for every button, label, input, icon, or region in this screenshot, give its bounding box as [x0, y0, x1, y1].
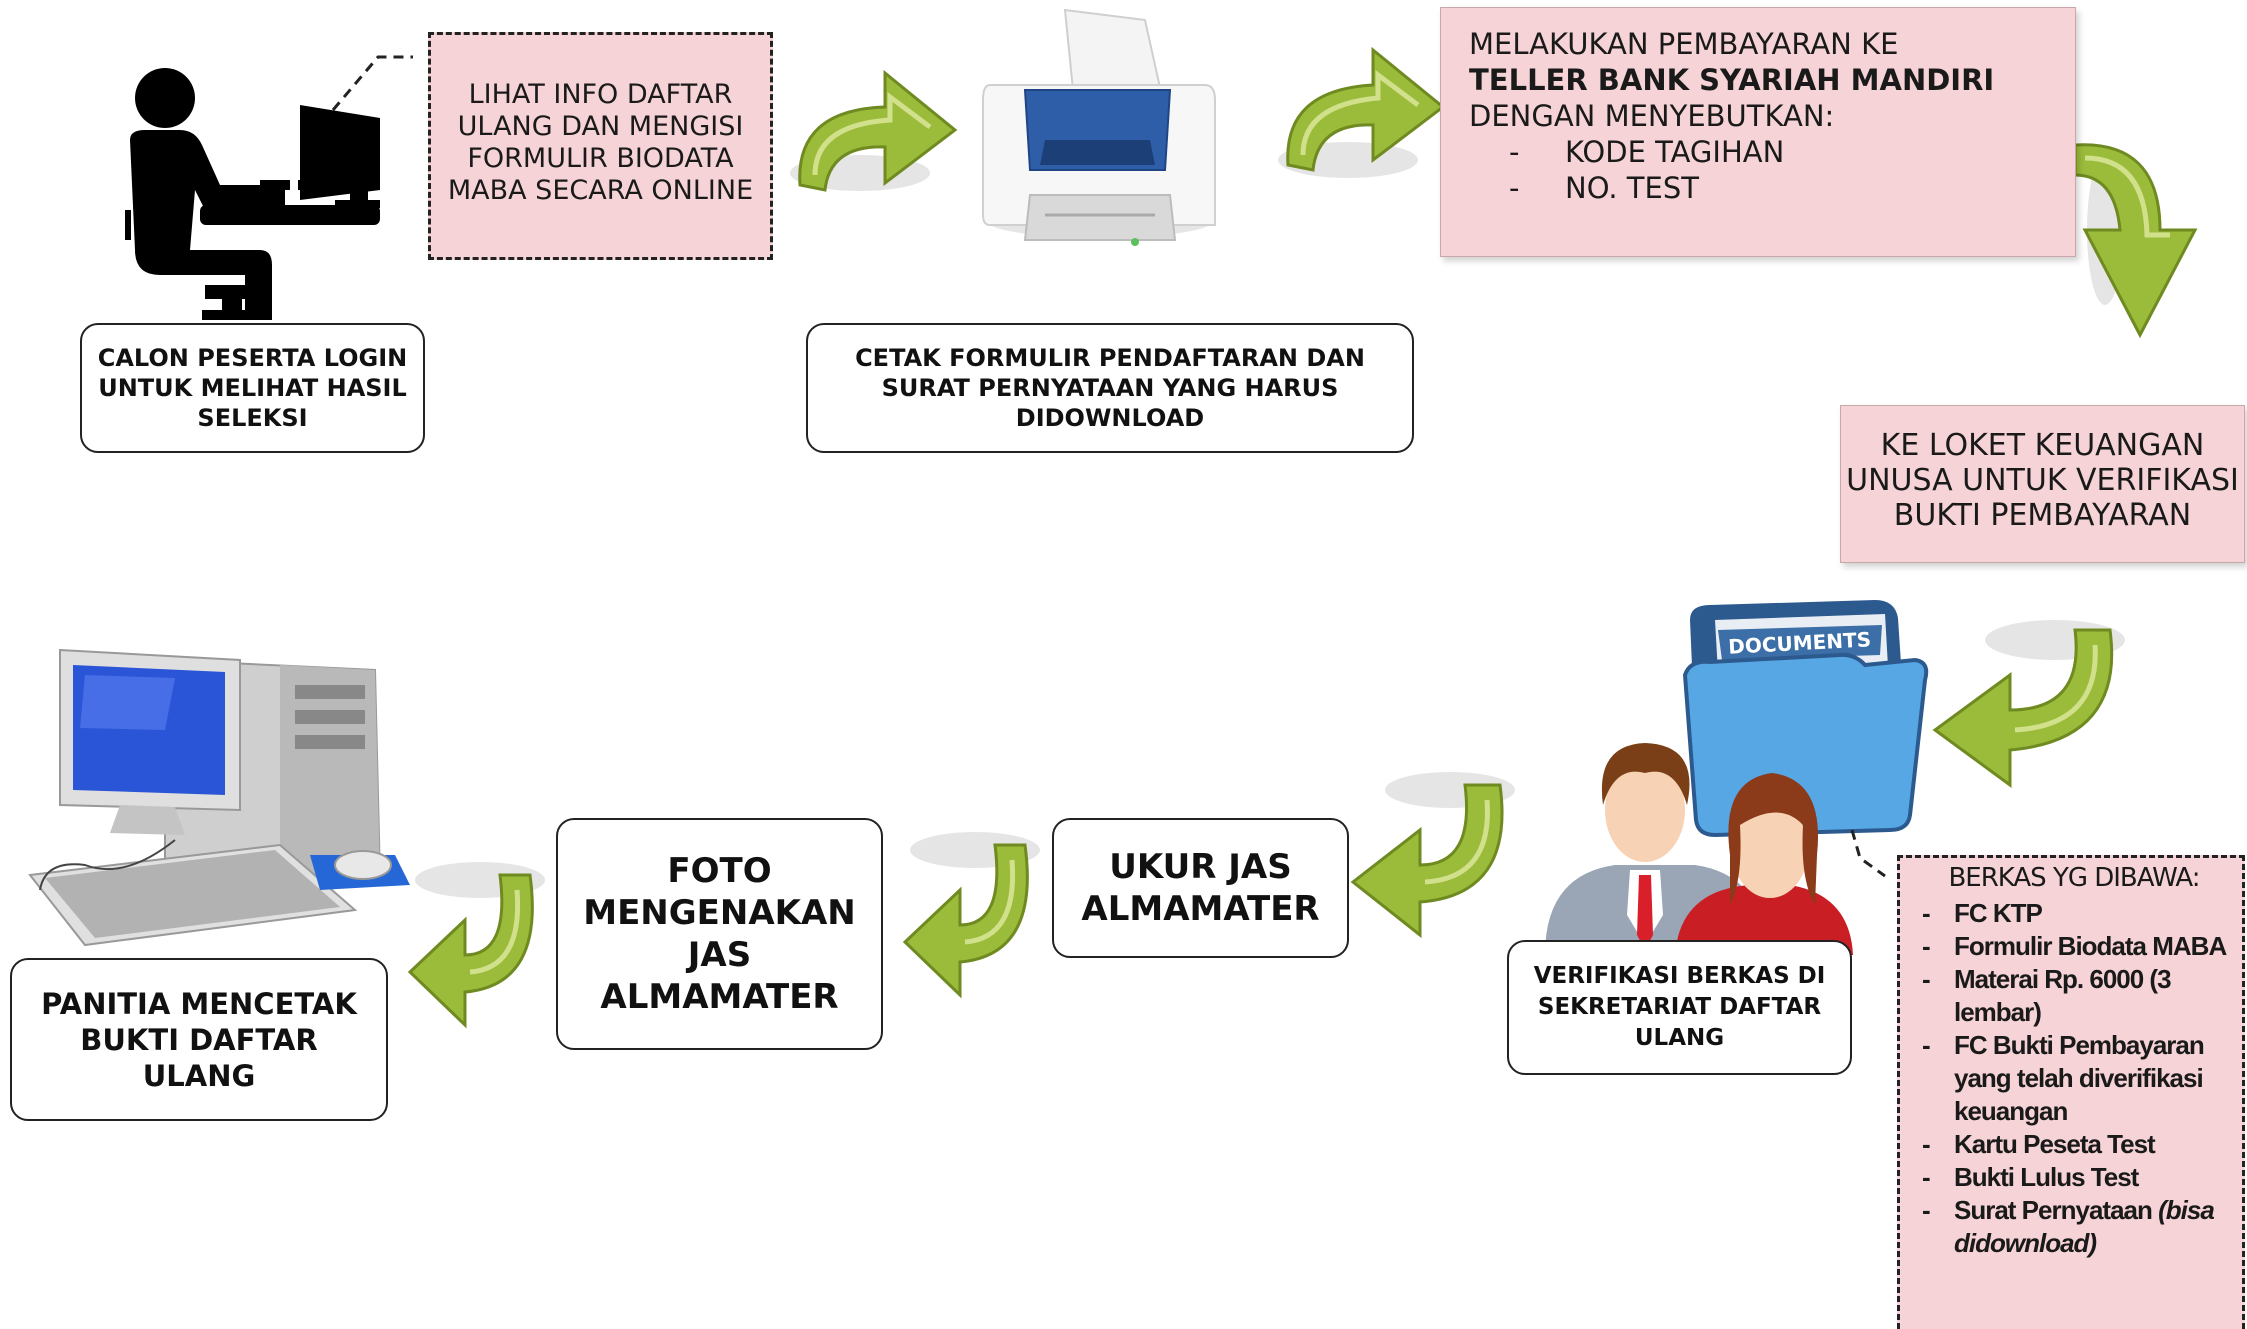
- payment-item: - KODE TAGIHAN: [1469, 134, 2075, 170]
- step-info-line: MABA SECARA ONLINE: [447, 175, 754, 206]
- berkas-item-text: Surat Pernyataan: [1954, 1195, 2159, 1225]
- step-print-line: DIDOWNLOAD: [1015, 404, 1205, 432]
- person-at-computer-icon: [125, 68, 380, 320]
- step-verifikasi-line: VERIFIKASI BERKAS DI: [1533, 963, 1826, 989]
- step-loket-line: UNUSA UNTUK VERIFIKASI: [1846, 463, 2239, 498]
- payment-item-text: KODE TAGIHAN: [1565, 135, 1785, 169]
- connector-dashed-2: [1850, 829, 1886, 878]
- step-login-line: CALON PESERTA LOGIN: [97, 344, 408, 372]
- step-berkas-note: BERKAS YG DIBAWA: -FC KTP -Formulir Biod…: [1897, 855, 2245, 1329]
- step-loket-note: KE LOKET KEUANGAN UNUSA UNTUK VERIFIKASI…: [1840, 405, 2245, 563]
- step-info-line: FORMULIR BIODATA: [467, 143, 734, 174]
- berkas-item-text: FC KTP: [1954, 898, 2043, 928]
- curved-arrow-icon: [1932, 620, 2125, 788]
- curved-arrow-icon: [902, 832, 1040, 999]
- connector-dashed-1: [331, 55, 413, 111]
- step-foto-line: ALMAMATER: [600, 977, 839, 1017]
- berkas-dash: -: [1922, 1129, 1931, 1159]
- curved-arrow-icon: [2073, 143, 2198, 339]
- berkas-dash: -: [1922, 1030, 1931, 1060]
- step-login-line: SELEKSI: [197, 404, 308, 432]
- step-login-box: CALON PESERTA LOGIN UNTUK MELIHAT HASIL …: [80, 323, 425, 453]
- berkas-item-text: Formulir Biodata MABA: [1954, 931, 2227, 961]
- berkas-item-note: (bisa didownload): [1954, 1195, 2215, 1258]
- step-verifikasi-line: ULANG: [1634, 1025, 1725, 1051]
- printer-icon: [982, 8, 1216, 246]
- step-panitia-line: BUKTI DAFTAR: [80, 1022, 318, 1057]
- payment-line-2: TELLER BANK SYARIAH MANDIRI: [1469, 63, 1995, 97]
- payment-item-dash: -: [1509, 135, 1520, 169]
- berkas-dash: -: [1922, 898, 1931, 928]
- step-panitia-box: PANITIA MENCETAK BUKTI DAFTAR ULANG: [10, 958, 388, 1121]
- berkas-item: -Bukti Lulus Test: [1914, 1161, 2234, 1194]
- step-payment-note: MELAKUKAN PEMBAYARAN KE TELLER BANK SYAR…: [1440, 7, 2076, 257]
- step-login-line: UNTUK MELIHAT HASIL: [98, 374, 407, 402]
- step-ukur-line: ALMAMATER: [1081, 889, 1320, 929]
- desktop-computer-icon: [28, 648, 410, 947]
- step-print-line: CETAK FORMULIR PENDAFTARAN DAN: [855, 344, 1365, 372]
- step-info-line: LIHAT INFO DAFTAR: [468, 79, 733, 110]
- berkas-item-text: Bukti Lulus Test: [1954, 1162, 2139, 1192]
- step-panitia-line: PANITIA MENCETAK: [41, 986, 357, 1021]
- berkas-dash: -: [1922, 964, 1931, 994]
- berkas-item: -Kartu Peseta Test: [1914, 1128, 2234, 1161]
- payment-line-1: MELAKUKAN PEMBAYARAN KE: [1469, 27, 1899, 61]
- berkas-item: -Formulir Biodata MABA: [1914, 930, 2234, 963]
- curved-arrow-icon: [1278, 46, 1446, 178]
- step-foto-line: FOTO: [667, 851, 772, 891]
- step-foto-box: FOTO MENGENAKAN JAS ALMAMATER: [556, 818, 883, 1050]
- step-print-line: SURAT PERNYATAAN YANG HARUS: [881, 374, 1339, 402]
- people-icon: [1545, 743, 1853, 955]
- berkas-dash: -: [1922, 931, 1931, 961]
- curved-arrow-icon: [1350, 772, 1515, 939]
- curved-arrow-icon: [790, 69, 958, 192]
- berkas-item-text: Materai Rp. 6000 (3 lembar): [1954, 964, 2172, 1027]
- step-verifikasi-box: VERIFIKASI BERKAS DI SEKRETARIAT DAFTAR …: [1507, 940, 1852, 1075]
- curved-arrow-icon: [407, 862, 545, 1029]
- step-loket-line: BUKTI PEMBAYARAN: [1893, 498, 2192, 533]
- step-ukur-box: UKUR JAS ALMAMATER: [1052, 818, 1349, 958]
- berkas-item: -FC KTP: [1914, 897, 2234, 930]
- berkas-dash: -: [1922, 1162, 1931, 1192]
- step-verifikasi-line: SEKRETARIAT DAFTAR: [1537, 994, 1822, 1020]
- step-panitia-line: ULANG: [142, 1058, 256, 1093]
- step-loket-line: KE LOKET KEUANGAN: [1880, 428, 2205, 463]
- berkas-title: BERKAS YG DIBAWA:: [1948, 863, 2200, 893]
- step-info-line: ULANG DAN MENGISI: [457, 111, 744, 142]
- berkas-item: -Surat Pernyataan (bisa didownload): [1914, 1194, 2234, 1260]
- step-print-box: CETAK FORMULIR PENDAFTARAN DAN SURAT PER…: [806, 323, 1414, 453]
- payment-item-text: NO. TEST: [1565, 171, 1699, 205]
- berkas-item: -FC Bukti Pembayaran yang telah diverifi…: [1914, 1029, 2234, 1128]
- payment-item-dash: -: [1509, 171, 1520, 205]
- step-foto-line: JAS: [687, 935, 752, 975]
- step-ukur-line: UKUR JAS: [1109, 847, 1292, 887]
- berkas-item-text: FC Bukti Pembayaran yang telah diverifik…: [1954, 1030, 2205, 1126]
- payment-line-3: DENGAN MENYEBUTKAN:: [1469, 99, 1835, 133]
- step-foto-line: MENGENAKAN: [583, 893, 856, 933]
- step-info-note: LIHAT INFO DAFTAR ULANG DAN MENGISI FORM…: [428, 32, 773, 260]
- berkas-item-text: Kartu Peseta Test: [1954, 1129, 2156, 1159]
- payment-item: - NO. TEST: [1469, 170, 2075, 206]
- berkas-list: -FC KTP -Formulir Biodata MABA -Materai …: [1914, 897, 2234, 1260]
- berkas-dash: -: [1922, 1195, 1931, 1225]
- berkas-item: -Materai Rp. 6000 (3 lembar): [1914, 963, 2234, 1029]
